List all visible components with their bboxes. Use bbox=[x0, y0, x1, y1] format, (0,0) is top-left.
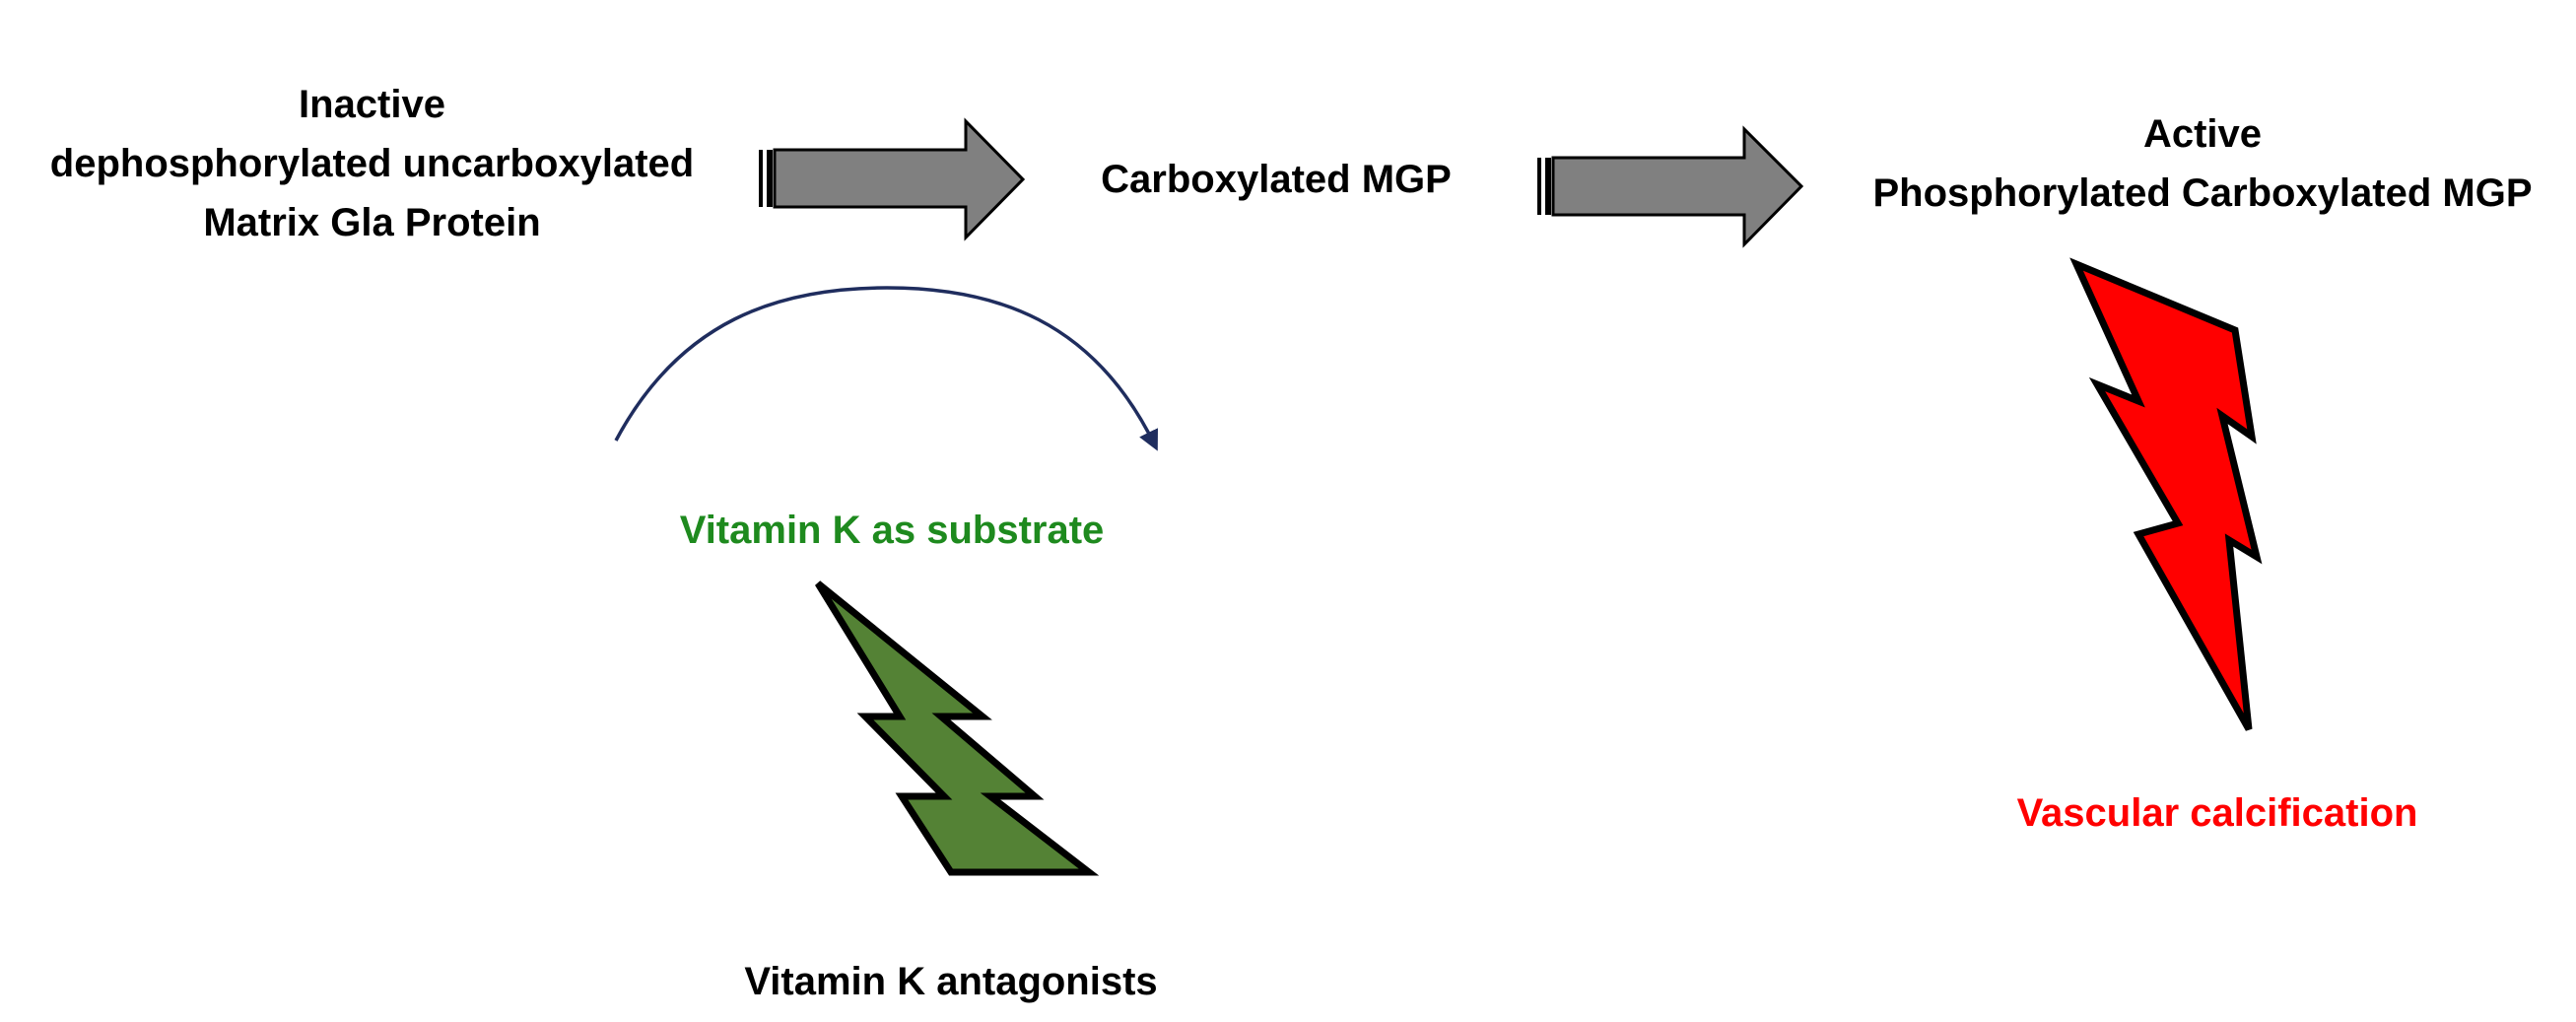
active-line-1: Active bbox=[2142, 112, 2263, 156]
calcification-text: Vascular calcification bbox=[2016, 791, 2418, 835]
process-arrow-2 bbox=[1537, 125, 1804, 248]
block-arrow-icon bbox=[1551, 125, 1804, 248]
inactive-line-3: Matrix Gla Protein bbox=[203, 201, 541, 244]
vitamin-k-antagonists-label: Vitamin K antagonists bbox=[690, 952, 1212, 1011]
carboxylated-text: Carboxylated MGP bbox=[1101, 158, 1452, 201]
inactive-mgp-label: Inactive dephosphorylated uncarboxylated… bbox=[0, 75, 744, 252]
inactive-line-2: dephosphorylated uncarboxylated bbox=[49, 142, 695, 185]
curved-arrow-icon bbox=[614, 286, 1158, 451]
green-lightning-bolt-icon bbox=[815, 580, 1100, 876]
active-line-2: Phosphorylated Carboxylated MGP bbox=[1872, 171, 2533, 215]
block-arrow-icon bbox=[773, 117, 1026, 241]
vitamin-k-substrate-label: Vitamin K as substrate bbox=[631, 501, 1153, 560]
substrate-text: Vitamin K as substrate bbox=[679, 509, 1105, 552]
antagonists-text: Vitamin K antagonists bbox=[744, 960, 1158, 1003]
vascular-calcification-label: Vascular calcification bbox=[1941, 784, 2493, 843]
carboxylated-mgp-label: Carboxylated MGP bbox=[1054, 150, 1498, 209]
red-lightning-bolt-icon bbox=[2069, 257, 2263, 731]
inactive-line-1: Inactive bbox=[299, 83, 445, 126]
process-arrow-1 bbox=[759, 117, 1026, 241]
active-mgp-label: Active Phosphorylated Carboxylated MGP bbox=[1833, 104, 2572, 223]
